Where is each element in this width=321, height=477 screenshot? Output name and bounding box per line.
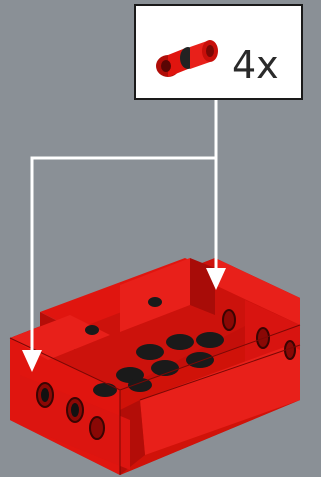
part-quantity: 4x	[232, 46, 279, 84]
red-connector-pin-icon	[154, 34, 220, 84]
red-frame-assembly-icon	[10, 258, 300, 475]
parts-callout: 4x	[134, 4, 303, 100]
